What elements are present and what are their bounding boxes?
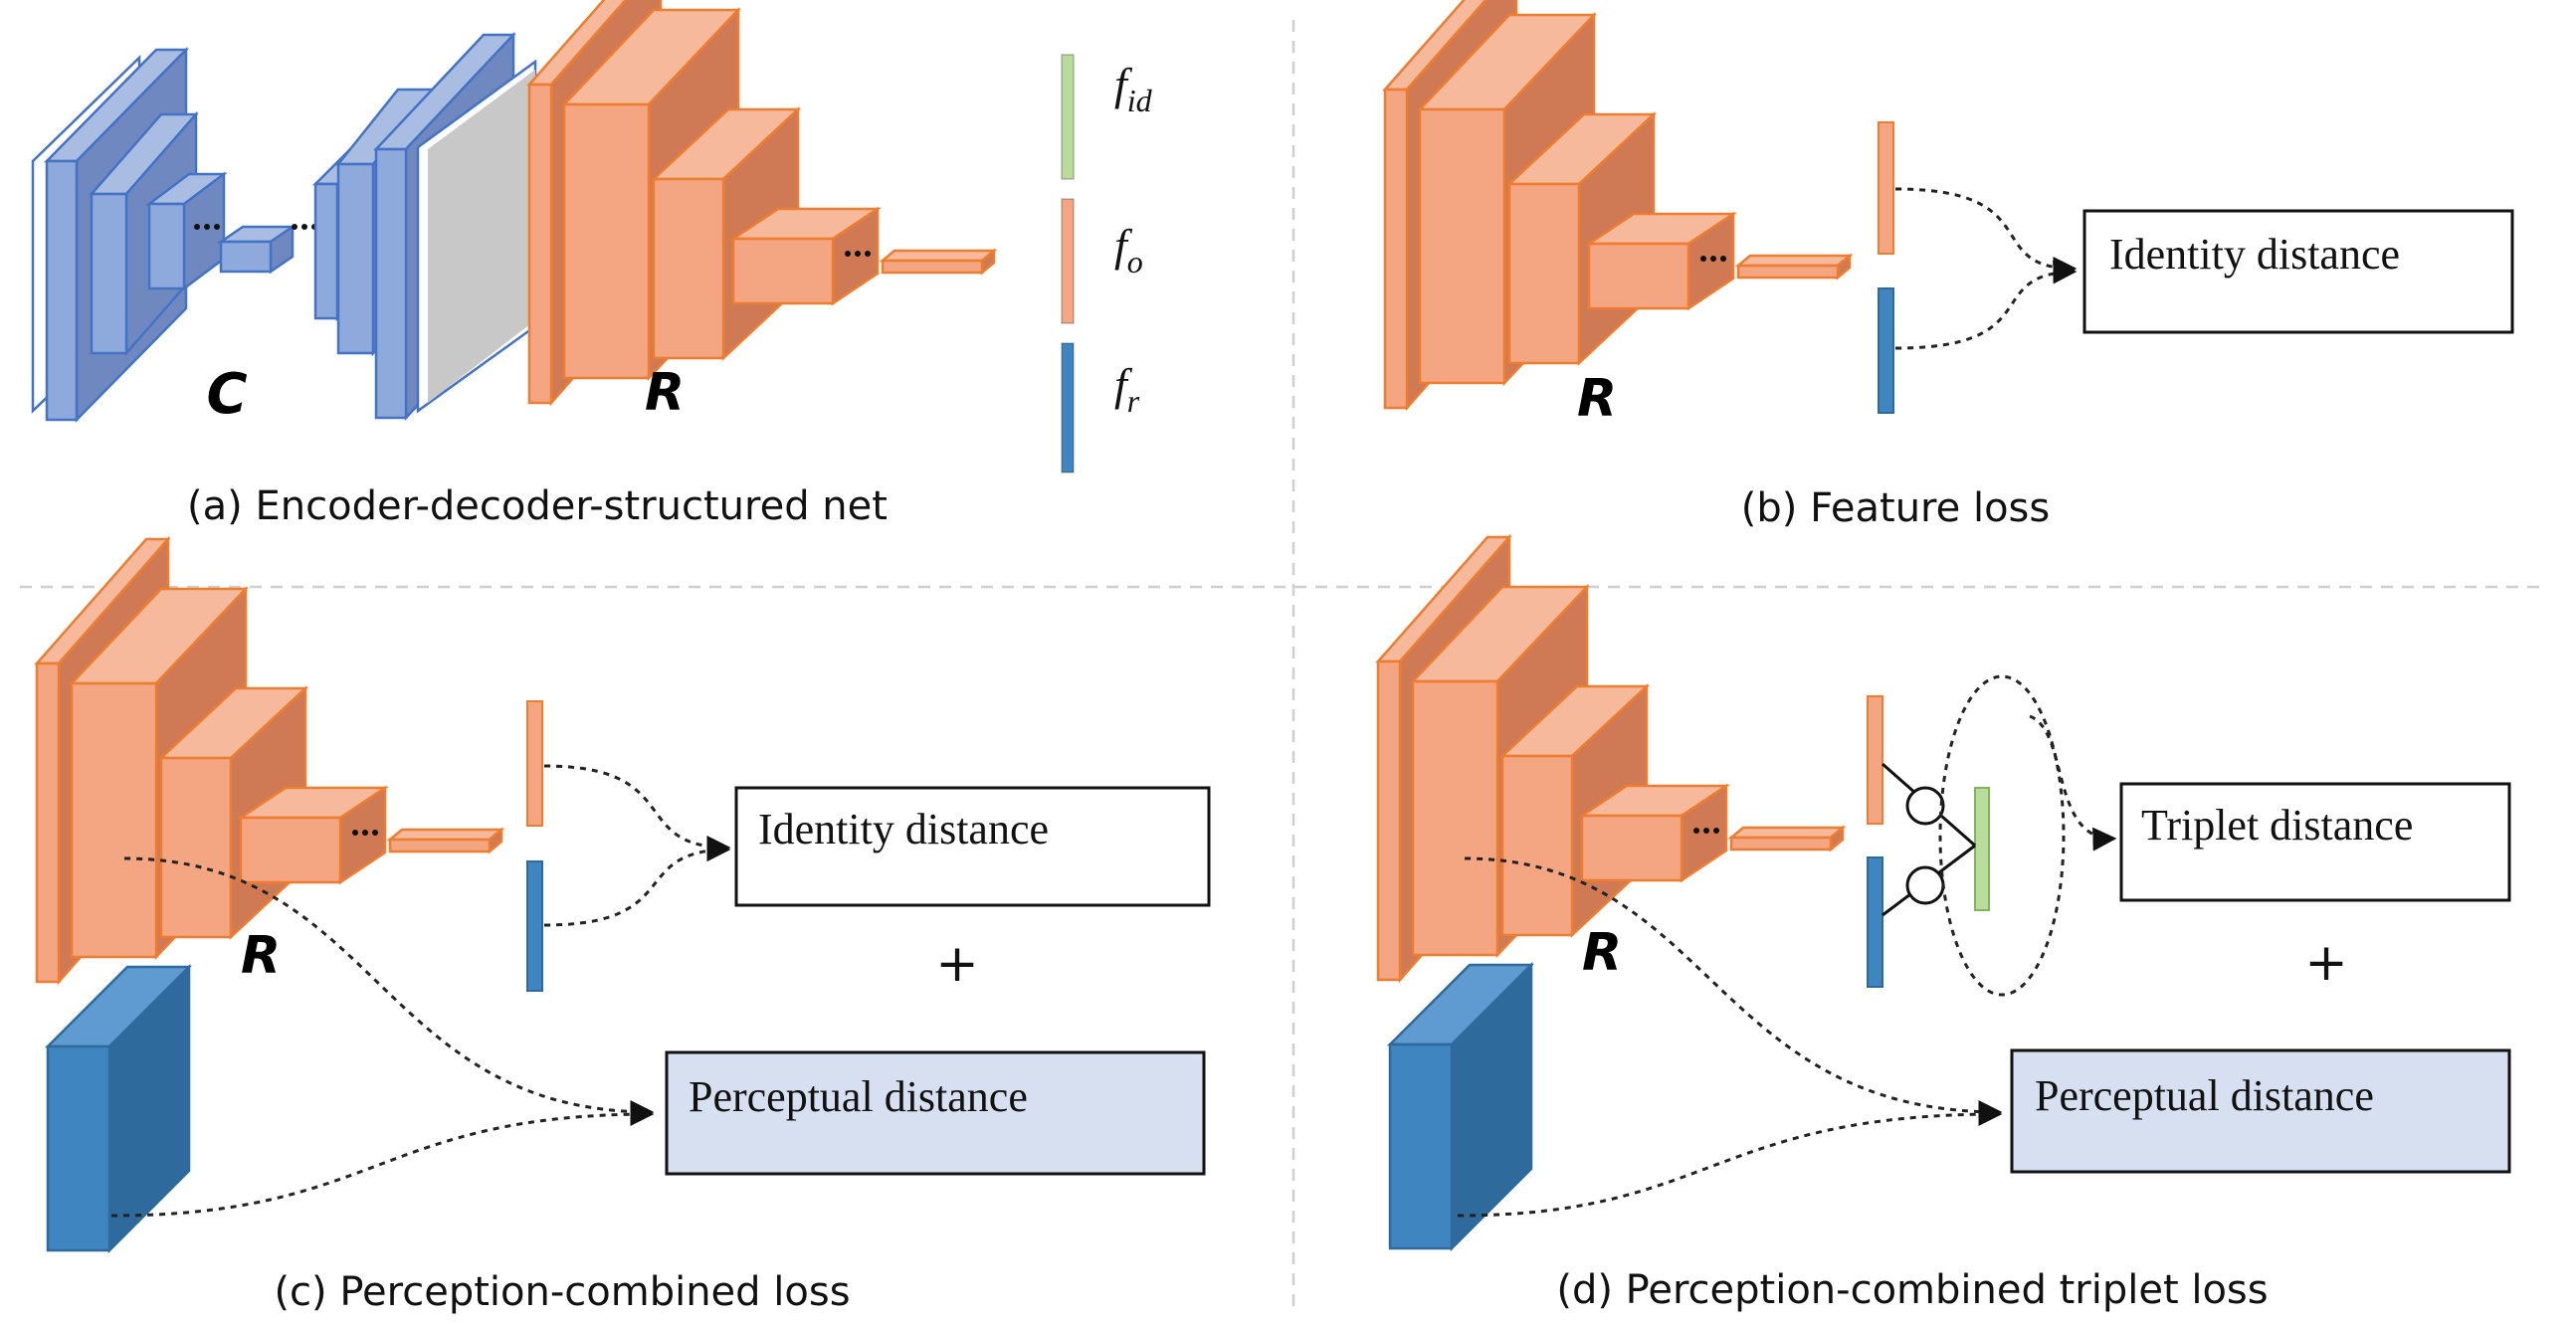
identity-distance-text-b: Identity distance [2109, 230, 2400, 279]
legend-item-fr: fr [1114, 359, 1140, 419]
bottleneck [216, 224, 297, 275]
legend-item-fid: fid [1114, 59, 1153, 118]
triplet-node-top [1905, 786, 1945, 826]
arrow-block-to-perceptual-d [1457, 1102, 2003, 1218]
legend-fo-text: fo [1114, 220, 1143, 280]
triplet-grouping-ellipse [1938, 674, 2066, 997]
feature-bar-fo-b [1878, 121, 1894, 255]
triplet-distance-text: Triplet distance [2141, 801, 2413, 850]
a-r-layer-4 [728, 206, 883, 306]
feature-legend [1061, 54, 1075, 473]
d-r-feature-bar [1727, 825, 1847, 852]
perceptual-distance-box-c [665, 1050, 1206, 1176]
caption-b: (b) Feature loss [1741, 485, 2050, 531]
encoder-ellipsis-left [194, 224, 220, 230]
triplet-distance-box [2119, 782, 2511, 902]
feature-bar-fr-d [1867, 856, 1883, 988]
network-r-a [526, 0, 998, 407]
d-r-layer-4 [1577, 783, 1731, 883]
arrow-r-to-perceptual-d [1464, 856, 2003, 1124]
identity-distance-box-c [734, 786, 1211, 907]
identity-distance-text-c: Identity distance [758, 805, 1049, 853]
arrow-fr-to-identity-b [1894, 260, 2078, 350]
arrow-block-to-perceptual-c [110, 1102, 655, 1218]
d-block-box [1386, 961, 1535, 1252]
feature-bar-fo-d [1867, 695, 1883, 825]
encoder-layer-3 [145, 171, 228, 291]
feature-bar-fr-c [526, 860, 543, 992]
legend-item-fo: fo [1114, 220, 1143, 280]
feature-bar-fr-b [1878, 287, 1894, 414]
b-r-feature-bar [1734, 253, 1854, 281]
panel-c: R Identity distance + Perceptual distanc… [34, 535, 1211, 1315]
panel-d: R Triplet distance + Perceptual distance… [1375, 533, 2511, 1313]
c-r-layer-4 [236, 785, 390, 885]
identity-distance-box-b [2082, 209, 2514, 334]
d-r-ellipsis [1693, 828, 1719, 834]
c-r-ellipsis [352, 830, 378, 836]
plus-sign-d: + [2304, 933, 2348, 993]
legend-fr-text: fr [1114, 359, 1140, 419]
c-block-box [44, 963, 193, 1254]
perceptual-distance-text-d: Perceptual distance [2035, 1071, 2374, 1120]
encoder-ellipsis-right [292, 224, 317, 230]
perceptual-distance-text-c: Perceptual distance [689, 1072, 1028, 1121]
arrow-fo-to-identity-c [543, 764, 731, 859]
output-image-slab [428, 70, 535, 403]
perceptual-distance-box-d [2010, 1048, 2511, 1174]
arrow-triplet-to-distance [2029, 714, 2117, 851]
encoder-label-c: C [206, 362, 247, 427]
feature-bar-fo-c [526, 700, 543, 827]
perceptual-feature-block-c [44, 963, 193, 1254]
a-r-ellipsis [845, 251, 871, 257]
b-r-layer-4 [1584, 211, 1738, 311]
panel-b: R Identity distance (b) Feature loss [1382, 0, 2514, 531]
c-r-feature-bar [386, 827, 505, 854]
caption-d: (d) Perception-combined triplet loss [1556, 1267, 2268, 1313]
network-label-r-d: R [1582, 923, 1622, 983]
encoder-c [31, 31, 537, 424]
legend-bar-r [1061, 342, 1075, 473]
panel-a: C R fid fo fr (a) Encoder-decoder-struct… [31, 0, 1153, 529]
plus-sign-c: + [935, 934, 979, 994]
network-label-r-b: R [1577, 369, 1617, 429]
caption-c: (c) Perception-combined loss [274, 1269, 850, 1315]
perceptual-feature-block-d [1386, 961, 1535, 1252]
network-r-c [34, 535, 505, 986]
legend-bar-o [1061, 198, 1075, 324]
arrow-fo-to-identity-b [1894, 187, 2078, 281]
legend-bar-id [1061, 54, 1075, 180]
network-label-r-c: R [241, 926, 281, 986]
arrow-r-to-perceptual-c [123, 856, 655, 1124]
arrow-fr-to-identity-c [543, 838, 731, 927]
network-r-d [1375, 533, 1847, 984]
triplet-node-bottom [1905, 865, 1945, 905]
a-r-feature-bar [879, 248, 998, 276]
feature-bar-fid-d [1974, 787, 1990, 911]
network-label-r-a: R [645, 363, 685, 423]
b-r-ellipsis [1700, 256, 1726, 262]
legend-fid-text: fid [1114, 59, 1153, 118]
network-r-b [1382, 0, 1854, 412]
caption-a: (a) Encoder-decoder-structured net [187, 483, 888, 529]
